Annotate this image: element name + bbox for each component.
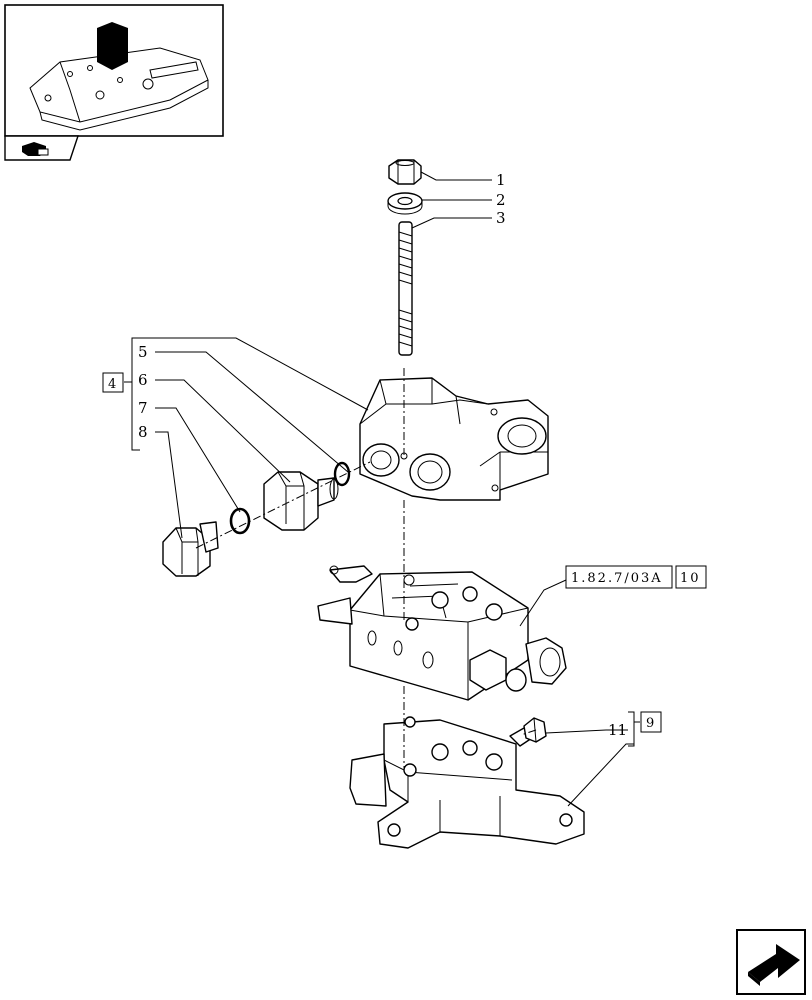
- part-6-adapter: [263, 471, 339, 531]
- callout-11: 11: [608, 721, 627, 739]
- assembly-9-label: 9: [646, 716, 656, 731]
- ref-boxes-part-10: [565, 565, 707, 589]
- ref-code-label[interactable]: 1.82.7/03A: [571, 571, 663, 586]
- callout-1: 1: [496, 171, 506, 189]
- part-4-cover-block: [359, 377, 549, 501]
- callout-3: 3: [496, 209, 506, 227]
- leader-lines: [132, 171, 634, 807]
- part-9-bracket: [349, 716, 585, 849]
- part-5-o-ring: [333, 461, 351, 487]
- tractor-page-icon[interactable]: [22, 142, 49, 156]
- part-7-o-ring: [229, 507, 251, 535]
- ref-10-label: 10: [680, 571, 701, 586]
- assembly-4-label: 4: [108, 377, 118, 392]
- callout-5: 5: [138, 343, 148, 361]
- assembly-9-bracket: [628, 711, 662, 747]
- callout-2: 2: [496, 191, 506, 209]
- part-3-stud: [398, 221, 413, 356]
- assembly-axes: [195, 368, 537, 770]
- callout-7: 7: [138, 399, 148, 417]
- callout-8: 8: [138, 423, 148, 441]
- assembly-location-thumbnail: [4, 4, 224, 161]
- part-8-plug: [162, 521, 219, 577]
- part-2-washer: [387, 192, 423, 215]
- assembly-4-bracket: [102, 337, 140, 451]
- part-10-control-valve: [317, 565, 567, 701]
- callout-6: 6: [138, 371, 148, 389]
- next-page-arrow-icon[interactable]: [736, 929, 806, 995]
- part-1-hex-nut: [388, 159, 422, 185]
